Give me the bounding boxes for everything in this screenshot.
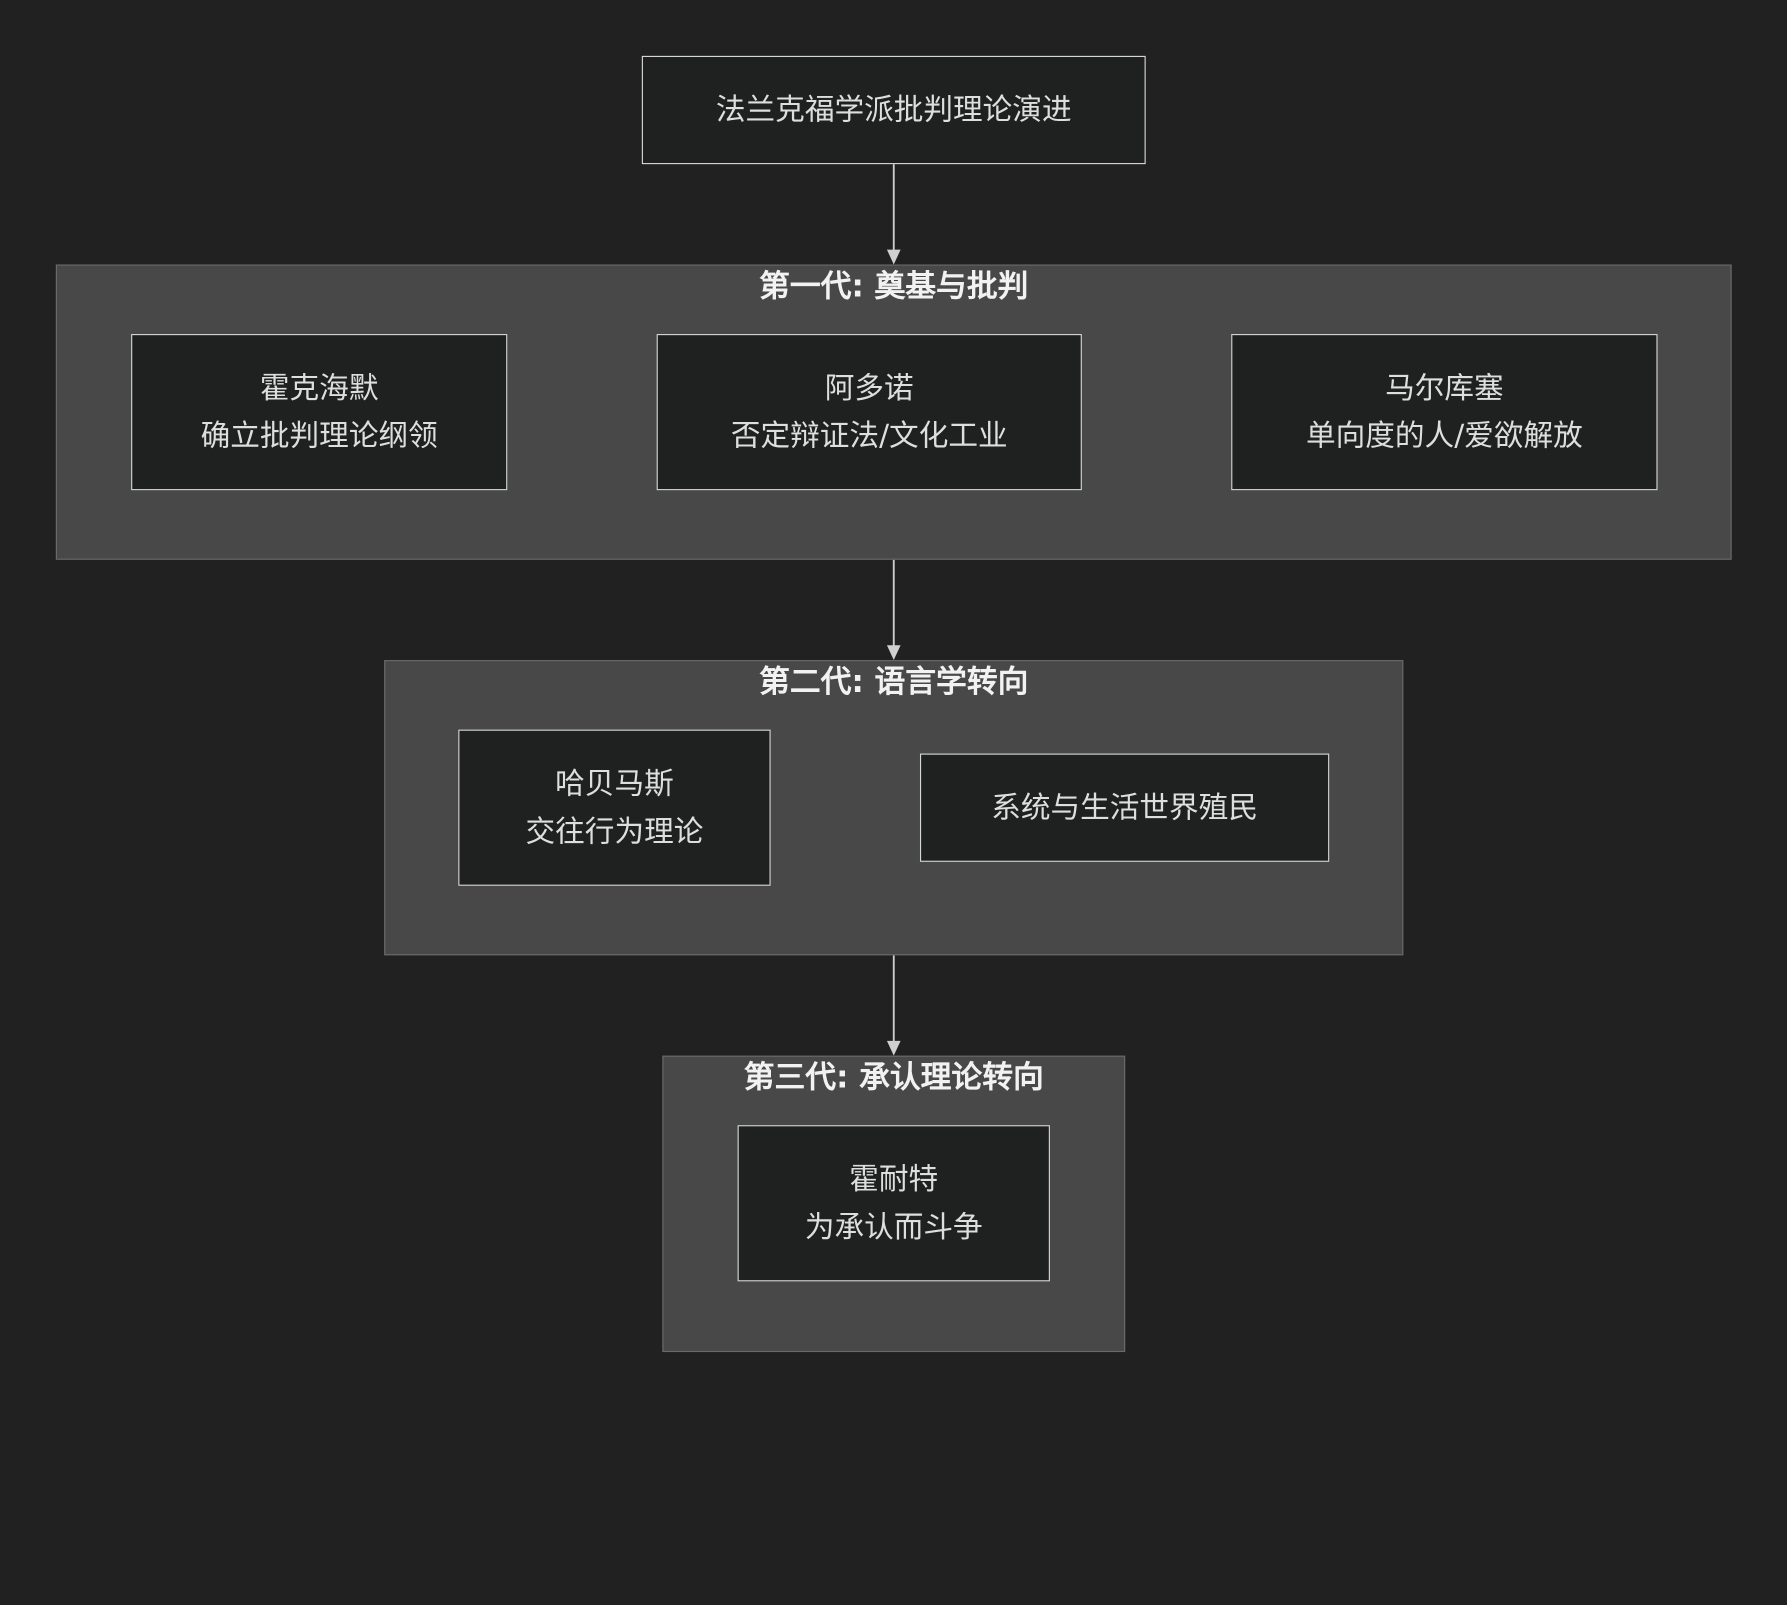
generation-1-title: 第一代: 奠基与批判 xyxy=(759,269,1029,305)
arrowhead-gen1-to-gen2 xyxy=(886,645,901,661)
node-marcuse-desc: 单向度的人/爱欲解放 xyxy=(1305,418,1583,454)
node-marcuse[interactable]: 马尔库塞 单向度的人/爱欲解放 xyxy=(1231,334,1658,491)
node-marcuse-name: 马尔库塞 xyxy=(1385,371,1504,406)
node-honneth-desc: 为承认而斗争 xyxy=(804,1210,983,1245)
node-honneth-name: 霍耐特 xyxy=(849,1162,939,1197)
node-habermas-name: 哈贝马斯 xyxy=(555,766,674,801)
node-habermas[interactable]: 哈贝马斯 交往行为理论 xyxy=(458,729,771,886)
generation-3-title: 第三代: 承认理论转向 xyxy=(743,1060,1044,1096)
node-horkheimer[interactable]: 霍克海默 确立批判理论纲领 xyxy=(131,334,508,491)
node-lifeworld-colonization-label: 系统与生活世界殖民 xyxy=(991,790,1258,825)
node-horkheimer-name: 霍克海默 xyxy=(259,371,379,406)
node-adorno[interactable]: 阿多诺 否定辩证法/文化工业 xyxy=(656,334,1082,491)
node-lifeworld-colonization[interactable]: 系统与生活世界殖民 xyxy=(919,753,1330,862)
arrowhead-gen2-to-gen3 xyxy=(886,1040,901,1056)
root-node-label: 法兰克福学派批判理论演进 xyxy=(715,92,1072,128)
node-habermas-desc: 交往行为理论 xyxy=(525,814,704,849)
node-horkheimer-desc: 确立批判理论纲领 xyxy=(200,418,438,454)
generation-2-title: 第二代: 语言学转向 xyxy=(759,664,1029,700)
node-honneth[interactable]: 霍耐特 为承认而斗争 xyxy=(737,1125,1050,1282)
node-adorno-name: 阿多诺 xyxy=(824,371,914,406)
node-adorno-desc: 否定辩证法/文化工业 xyxy=(730,418,1008,454)
arrowhead-root-to-gen1 xyxy=(886,249,901,265)
root-node[interactable]: 法兰克福学派批判理论演进 xyxy=(641,55,1146,165)
